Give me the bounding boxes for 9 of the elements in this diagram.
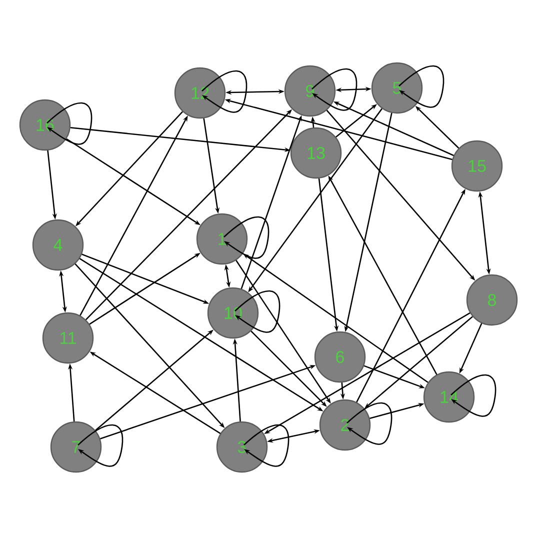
arrow [234,290,280,333]
arrow [450,374,496,417]
arrow [224,216,270,259]
arrow [202,70,248,113]
arrow [312,68,358,111]
arrow [346,402,392,445]
arrow [244,424,290,467]
arrow [398,65,444,108]
arrow [46,102,92,145]
